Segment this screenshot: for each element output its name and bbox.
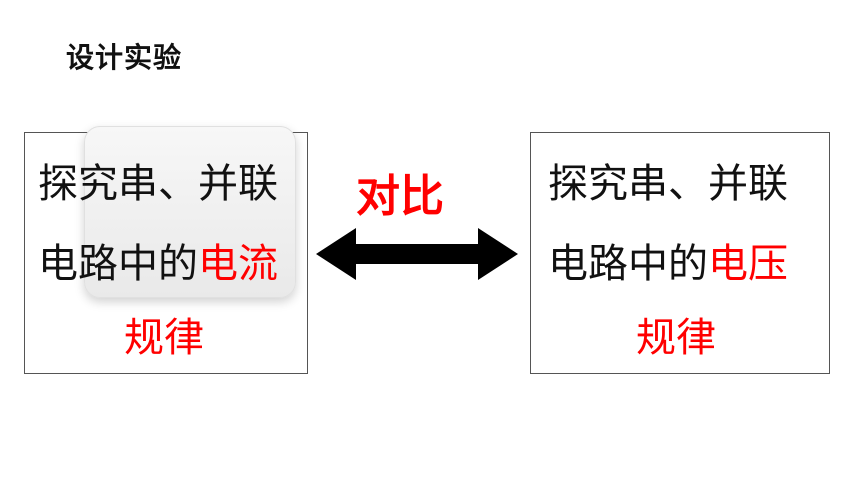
highlight-overlay — [84, 126, 296, 298]
slide-title: 设计实验 — [66, 41, 183, 74]
left-line3: 规律 — [124, 315, 204, 361]
right-line3: 规律 — [636, 315, 716, 361]
compare-label: 对比 — [356, 171, 444, 222]
left-line2: 电路中的电流 — [38, 240, 278, 288]
right-highlight-word: 电压 — [708, 241, 788, 287]
right-line1: 探究串、并联 — [548, 161, 788, 207]
right-line2-text: 电路中的 — [548, 241, 708, 287]
voltage-experiment-box — [530, 132, 830, 374]
left-line1: 探究串、并联 — [38, 161, 278, 207]
right-line2: 电路中的电压 — [548, 240, 788, 288]
double-arrow-icon — [316, 226, 518, 282]
left-line2-text: 电路中的 — [38, 241, 198, 287]
left-highlight-word: 电流 — [198, 241, 278, 287]
